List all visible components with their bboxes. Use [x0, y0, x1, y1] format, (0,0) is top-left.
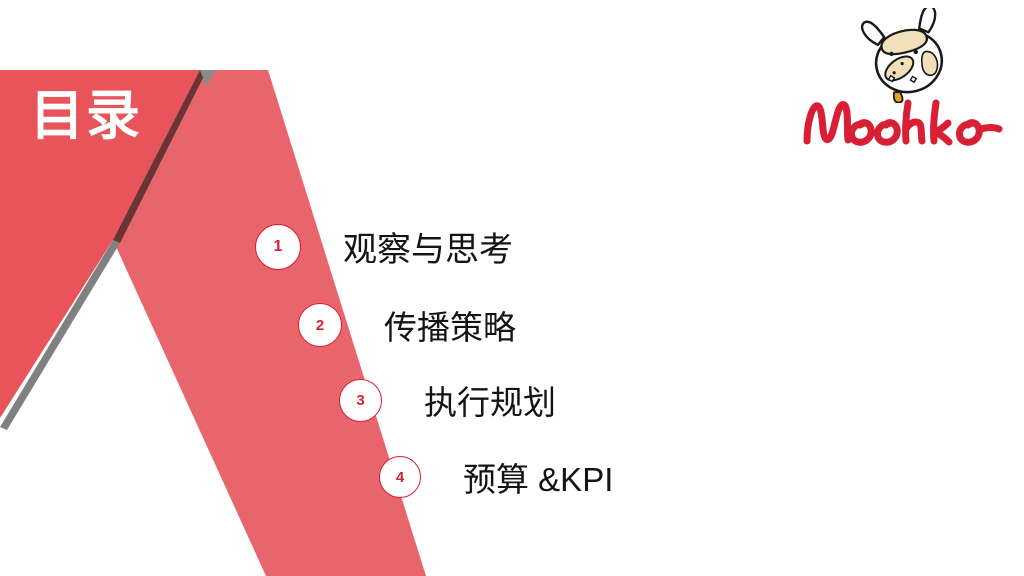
agenda-number-badge-1: 1: [255, 223, 301, 270]
brand-logo: [800, 8, 1010, 156]
nostril-right: [900, 61, 904, 66]
light-red-band: [113, 70, 426, 576]
agenda-number-1: 1: [273, 237, 283, 255]
gray-diagonal-edge: [0, 240, 120, 430]
cow-muzzle: [884, 55, 915, 82]
logo-wordmark: [803, 99, 1003, 146]
dark-diagonal-edge: [113, 70, 207, 243]
agenda-number-4: 4: [395, 468, 405, 486]
horn-right: [917, 8, 937, 34]
dark-red-triangle: [0, 70, 200, 418]
cow-spot-small-2: [909, 75, 918, 84]
agenda-item-2[interactable]: 2 传播策略: [298, 301, 516, 349]
cow-fringe: [880, 28, 928, 56]
agenda-label-1: 观察与思考: [343, 231, 513, 269]
agenda-label-4: 预算 &KPI: [463, 461, 614, 498]
agenda-number-2: 2: [315, 316, 325, 334]
cow-patch-right: [920, 50, 939, 77]
horn-left: [860, 20, 886, 47]
agenda-item-4[interactable]: 4 预算 &KPI: [379, 453, 613, 501]
agenda-label-3: 执行规划: [424, 384, 556, 421]
cow-head-mascot-icon: [860, 8, 944, 103]
eye-right: [913, 49, 918, 55]
nostril-left: [892, 71, 896, 75]
wordmark-letter-k: [930, 99, 953, 146]
agenda-number-badge-4: 4: [379, 456, 421, 498]
wordmark-letter-o2: [874, 119, 901, 146]
eye-left: [889, 51, 894, 57]
agenda-item-1[interactable]: 1 观察与思考: [255, 222, 513, 271]
agenda-number-badge-2: 2: [298, 303, 342, 347]
agenda-number-3: 3: [356, 391, 365, 409]
wordmark-letter-o3: [956, 119, 983, 146]
agenda-item-3[interactable]: 3 执行规划: [339, 376, 556, 424]
agenda-number-badge-3: 3: [339, 378, 382, 422]
agenda-label-2: 传播策略: [384, 309, 516, 346]
wordmark-letter-M: [803, 101, 852, 145]
apex-notch: [200, 70, 216, 86]
wordmark-letter-o1: [848, 119, 875, 146]
page-title: 目录: [30, 86, 142, 146]
wordmark-letter-h: [902, 99, 926, 145]
wordmark-flourish: [977, 124, 1003, 133]
cow-bell: [892, 91, 904, 103]
cow-spot-small-1: [887, 74, 896, 83]
